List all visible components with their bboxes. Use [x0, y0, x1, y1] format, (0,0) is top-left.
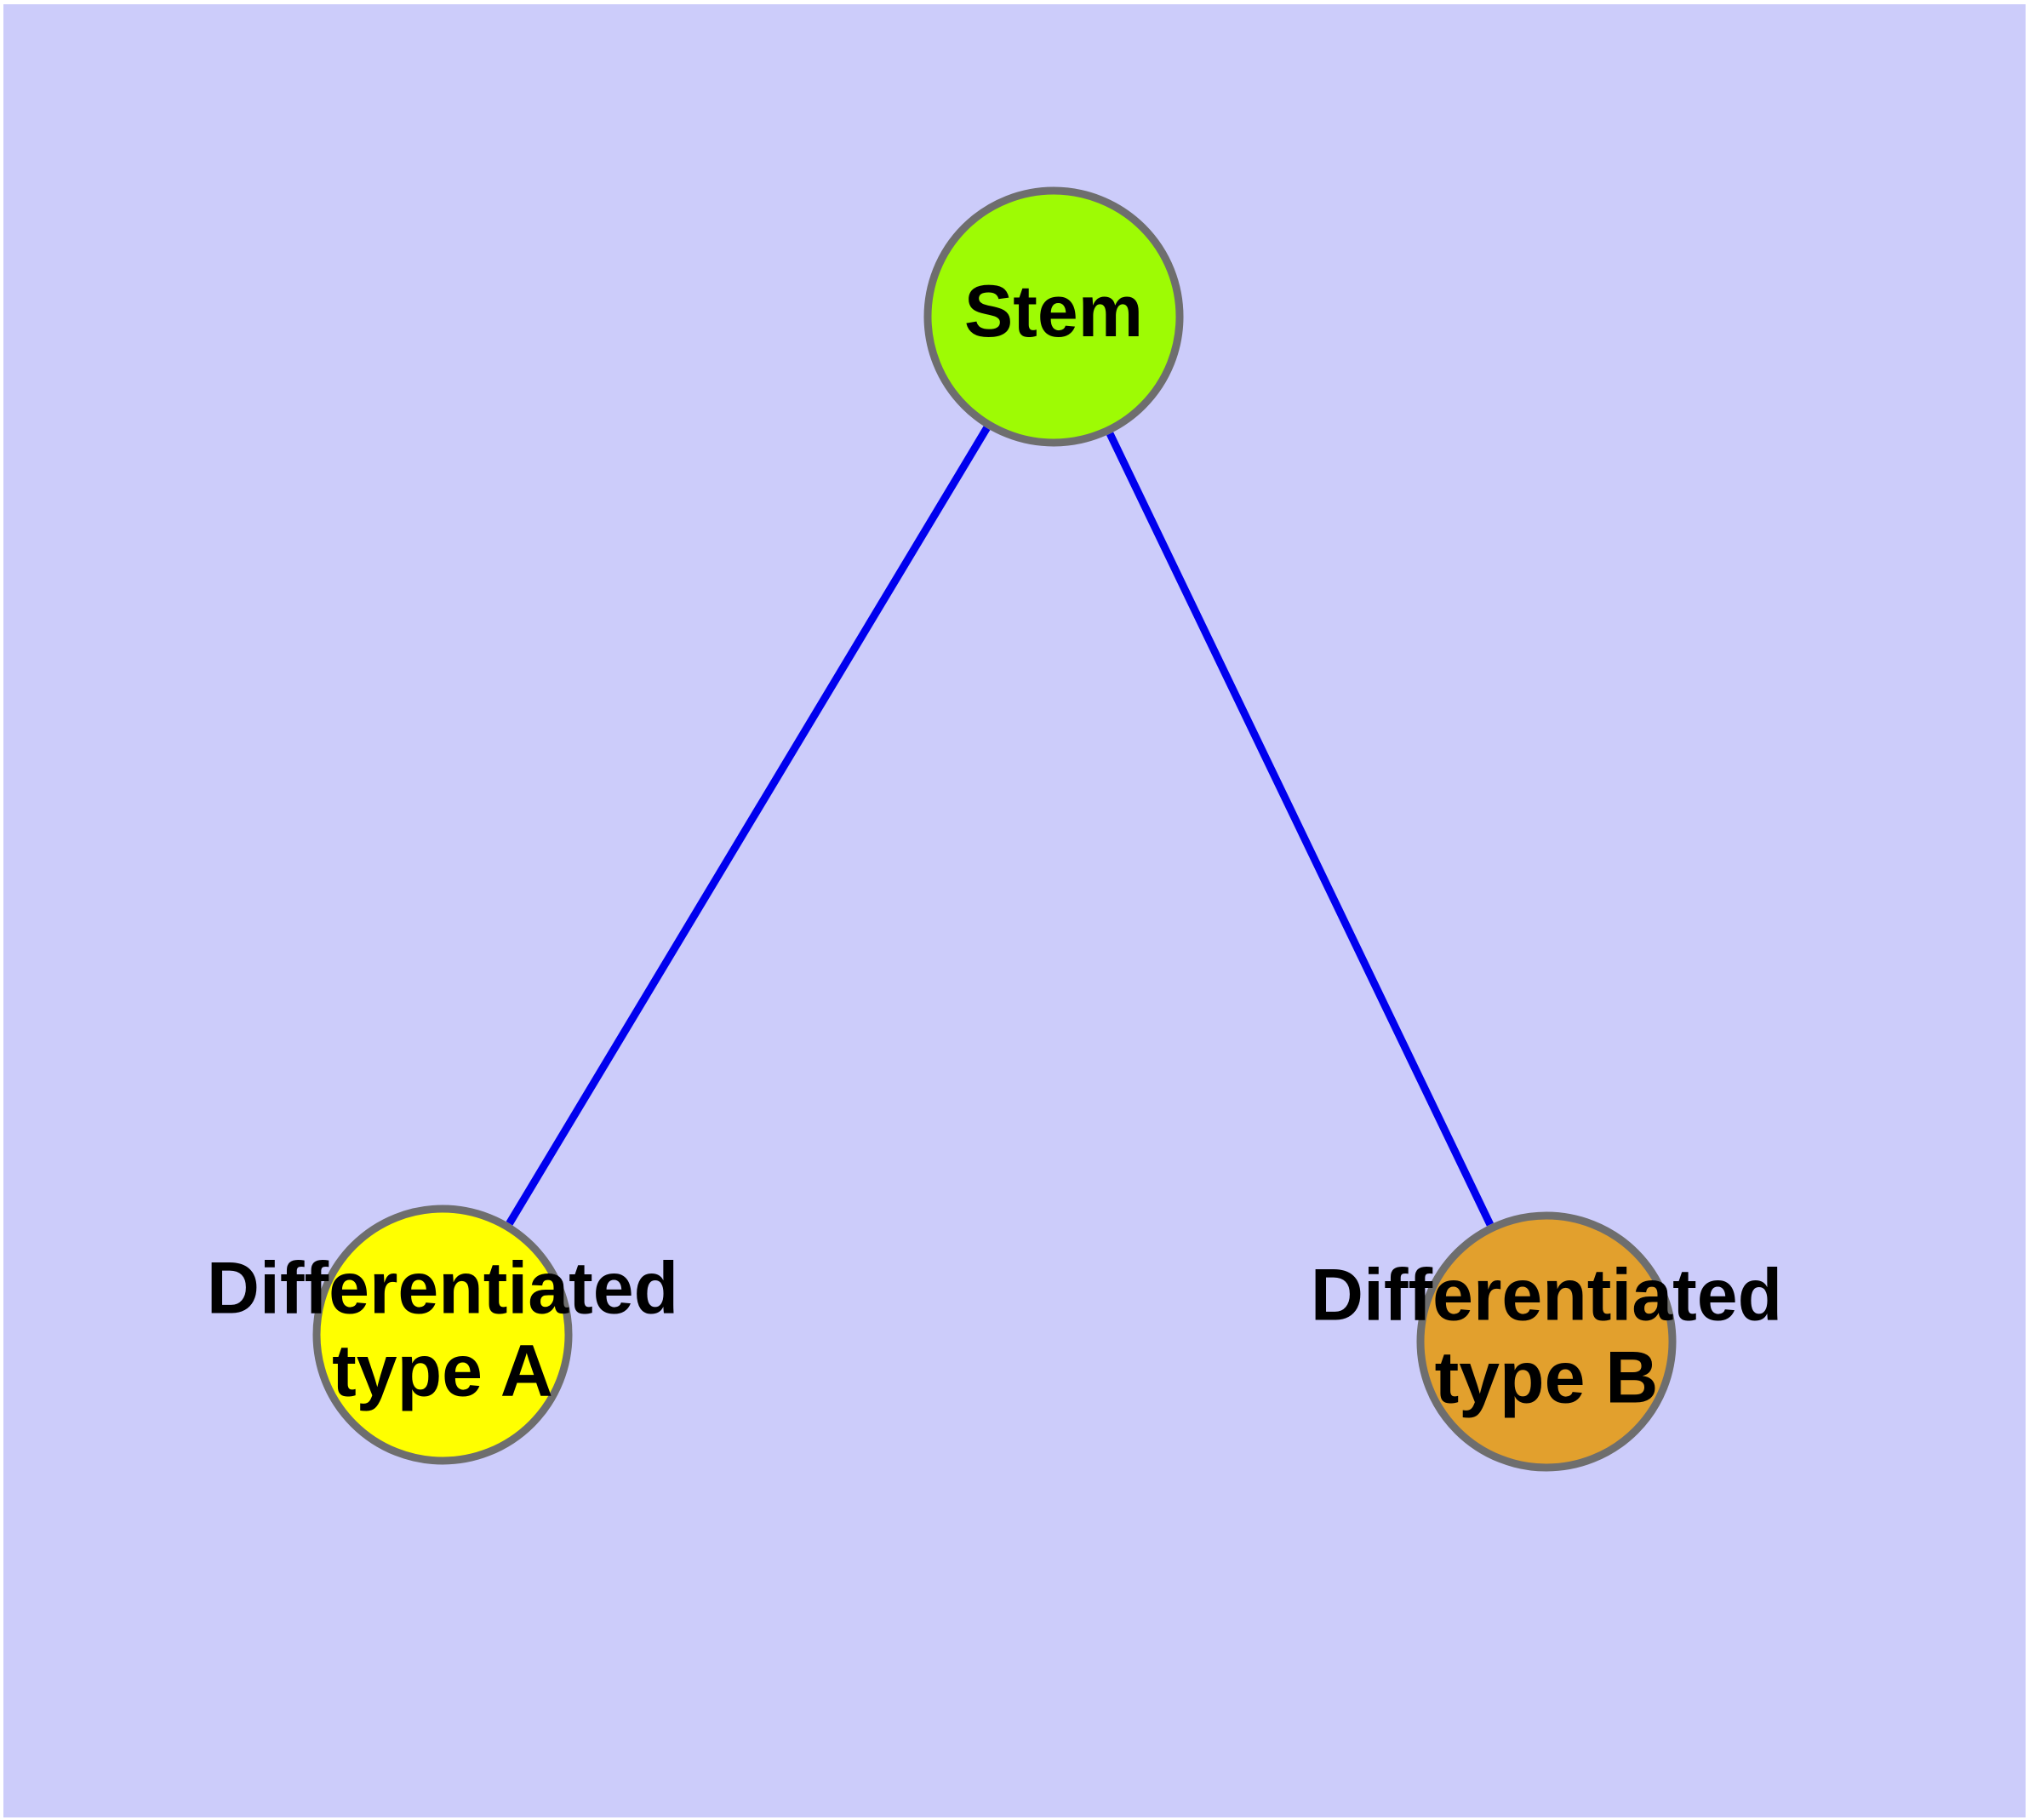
graph-node-label-line: type B [1435, 1336, 1659, 1418]
graph-node-label-line: Differentiated [1311, 1254, 1782, 1336]
graph-node-diff_a[interactable] [312, 1205, 573, 1465]
graph-node-stem[interactable] [923, 186, 1184, 447]
graph-node-label-stem: Stem [964, 271, 1143, 352]
graph-edge-stem-diff_a[interactable] [506, 426, 991, 1226]
node-layer [312, 186, 1677, 1472]
graph-node-label-line: Stem [964, 271, 1143, 352]
edge-layer [506, 426, 1494, 1227]
graph-node-diff_b[interactable] [1416, 1211, 1677, 1472]
graph-node-label-line: Differentiated [207, 1247, 678, 1329]
graph-edge-stem-diff_b[interactable] [1106, 432, 1494, 1227]
graph-node-label-line: type A [332, 1330, 553, 1411]
